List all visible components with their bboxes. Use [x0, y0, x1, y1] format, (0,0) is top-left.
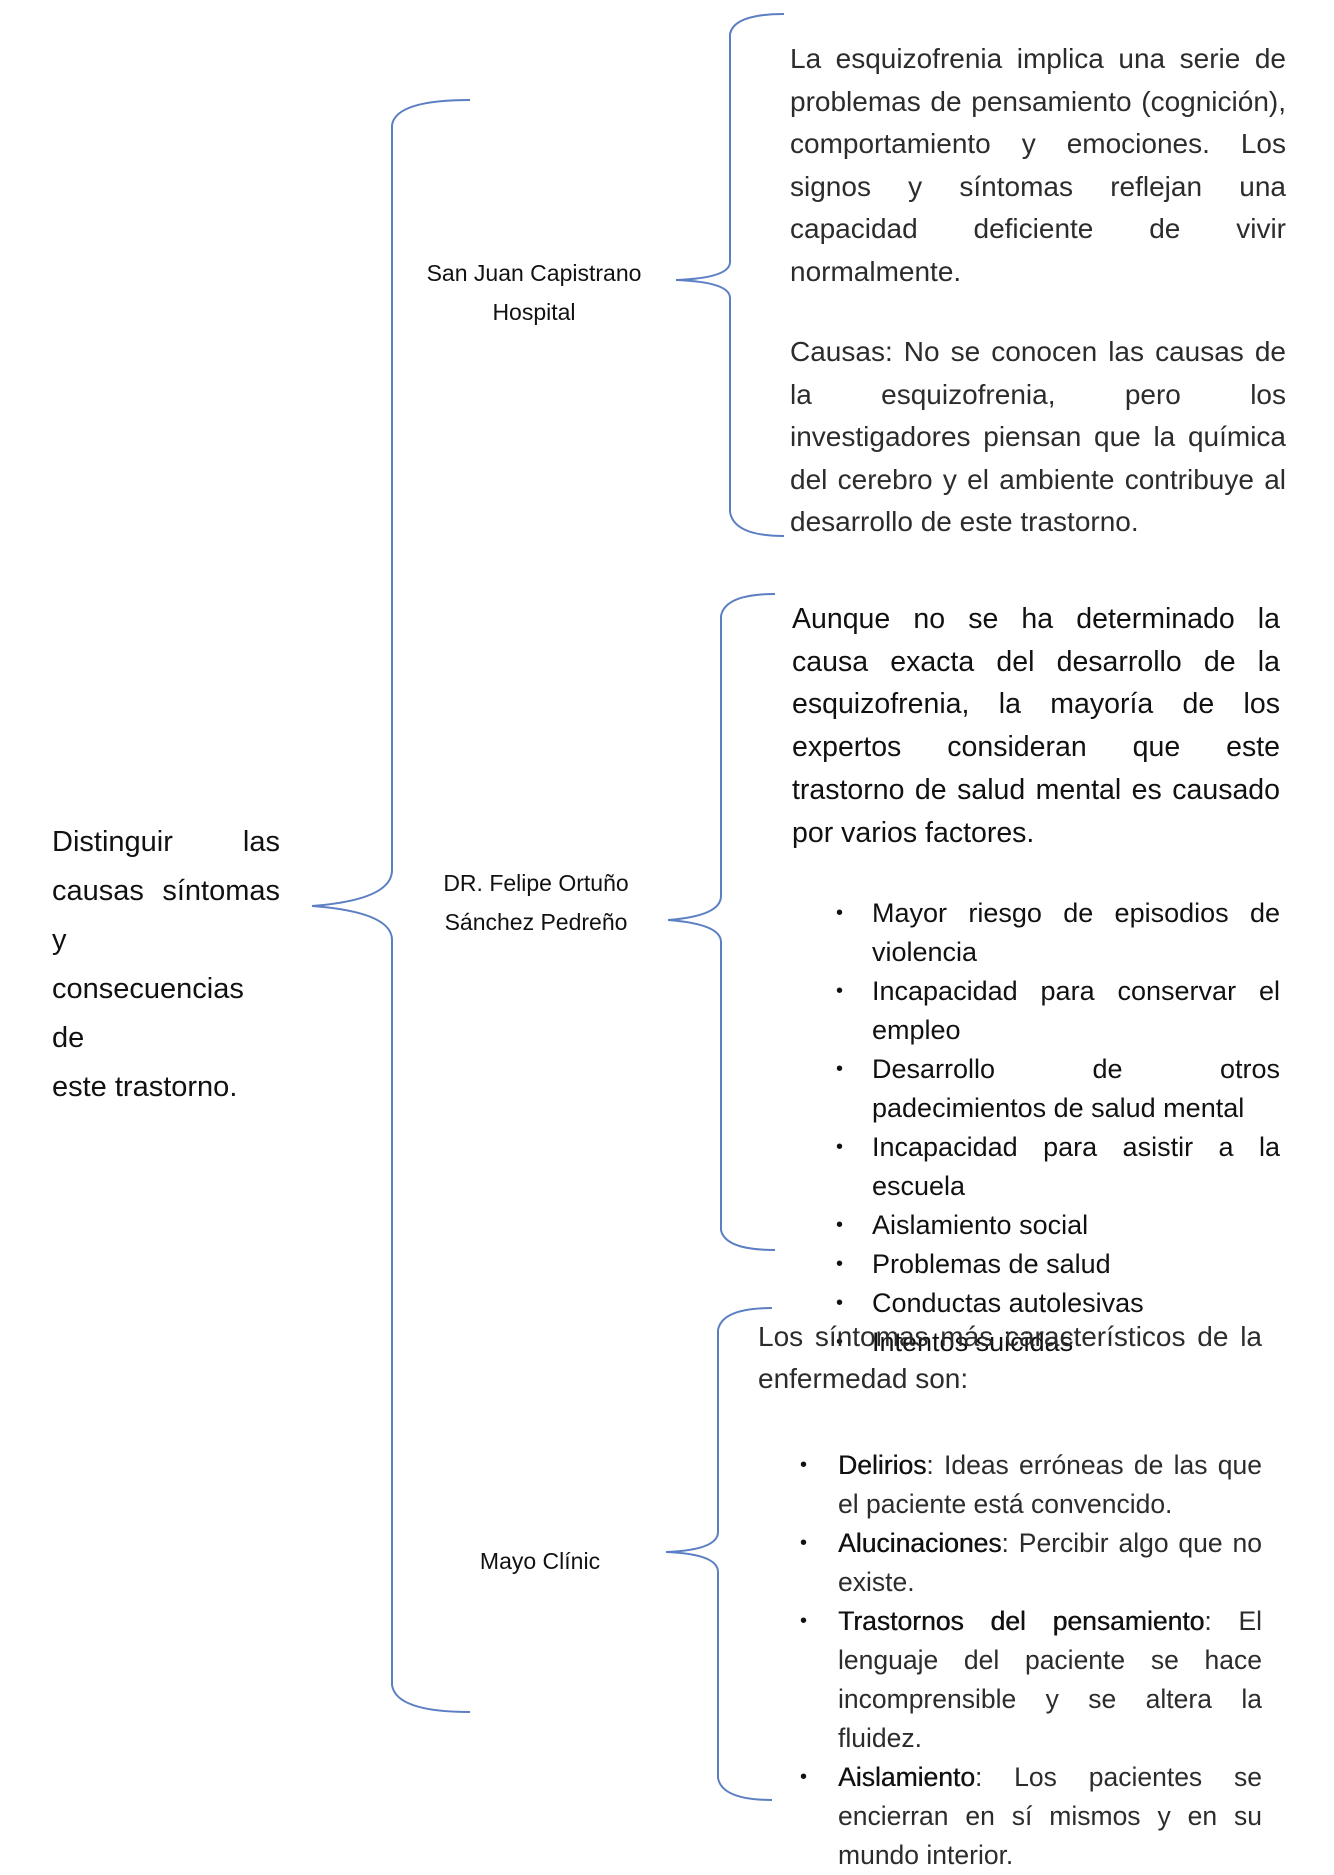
- list-item: • Aislamiento social: [836, 1206, 1280, 1245]
- list-item: • Incapacidad para conservar el empleo: [836, 972, 1280, 1050]
- bullet-icon: •: [836, 1253, 844, 1276]
- bullet-icon: •: [836, 902, 844, 925]
- source-3-content: Los síntomas más característicos de la e…: [758, 1316, 1262, 1875]
- source-felipe-ortuno: DR. Felipe Ortuño Sánchez Pedreño: [420, 864, 652, 942]
- source-name-line: San Juan Capistrano: [426, 260, 642, 286]
- list-item: • Delirios: Ideas erróneas de las que el …: [800, 1446, 1262, 1524]
- bullet-icon: •: [836, 1292, 844, 1315]
- source-mayo-clinic: Mayo Clínic: [440, 1542, 640, 1581]
- bullet-icon: •: [836, 1058, 844, 1081]
- bullet-icon: •: [800, 1610, 808, 1632]
- symptoms-list: • Delirios: Ideas erróneas de las que el …: [800, 1446, 1263, 1875]
- main-topic-line: causas síntomas y: [52, 875, 280, 956]
- list-item: •Aislamiento: Los pacientes se encierran…: [800, 1758, 1262, 1875]
- description-paragraph: La esquizofrenia implica una serie de pr…: [790, 43, 1286, 287]
- source-2-content: Aunque no se ha determinado la causa exa…: [792, 598, 1280, 1362]
- list-item-text: Problemas de salud: [872, 1249, 1111, 1280]
- main-topic: Distinguir las causas síntomas y consecu…: [52, 818, 280, 1112]
- list-item: • Desarrollo de otros padecimientos de sa…: [836, 1050, 1280, 1128]
- list-item: • Conductas autolesivas: [836, 1284, 1280, 1323]
- symptom-term: Delirios: [838, 1450, 927, 1480]
- list-item: • Mayor riesgo de episodios de violencia: [836, 894, 1280, 972]
- source-name-line: Mayo Clínic: [479, 1548, 601, 1574]
- list-item: • Problemas de salud: [836, 1245, 1280, 1284]
- list-item-text: Intentos suicidas: [872, 1327, 1074, 1358]
- intro-paragraph: Aunque no se ha determinado la causa exa…: [792, 603, 1280, 849]
- brace-source-1: [675, 13, 785, 537]
- symptom-description: : El lenguaje del paciente se hace incom…: [838, 1606, 1263, 1753]
- bullet-icon: •: [800, 1454, 808, 1476]
- symptom-term: Alucinaciones: [838, 1528, 1002, 1558]
- symptom-term: Aislamiento: [838, 1762, 975, 1792]
- main-brace: [311, 99, 471, 1713]
- bullet-icon: •: [836, 1214, 844, 1237]
- main-topic-line: Distinguir las: [52, 826, 280, 858]
- causes-paragraph: Causas: No se conocen las causas de la e…: [790, 336, 1286, 537]
- list-item-text: Mayor riesgo de episodios de violencia: [872, 898, 1280, 968]
- symptom-description: : Ideas erróneas de las que el paciente …: [838, 1450, 1262, 1519]
- source-name-line: DR. Felipe Ortuño: [443, 870, 629, 896]
- symptom-term: Trastornos del pensamiento: [838, 1606, 1205, 1636]
- list-item-text: Incapacidad para asistir a la escuela: [872, 1132, 1280, 1202]
- main-topic-line: este trastorno.: [52, 1071, 238, 1103]
- list-item-text: Desarrollo de otros padecimientos de sal…: [872, 1054, 1280, 1124]
- brace-source-3: [665, 1307, 773, 1801]
- list-item-text: Conductas autolesivas: [872, 1288, 1144, 1319]
- brace-connectors: [311, 13, 785, 1801]
- source-name-line: Sánchez Pedreño: [444, 909, 628, 935]
- bullet-icon: •: [836, 1331, 844, 1354]
- source-name-line: Hospital: [492, 299, 576, 325]
- list-item-text: Incapacidad para conservar el empleo: [872, 976, 1280, 1046]
- bullet-icon: •: [836, 1136, 844, 1159]
- bullet-icon: •: [800, 1532, 808, 1554]
- list-item: • Trastornos del pensamiento: El lenguaje…: [800, 1602, 1263, 1758]
- list-item-text: Aislamiento social: [872, 1210, 1089, 1241]
- symptom-description: : Percibir algo que no existe.: [838, 1528, 1262, 1597]
- source-1-content: La esquizofrenia implica una serie de pr…: [790, 38, 1286, 544]
- consequences-list: •Mayor riesgo de episodios de violencia …: [836, 894, 1280, 1362]
- brace-source-2: [667, 593, 776, 1251]
- source-san-juan-capistrano: San Juan Capistrano Hospital: [418, 254, 650, 332]
- intro-paragraph: Los síntomas más característicos de la e…: [758, 1321, 1262, 1394]
- list-item: • Intentos suicidas: [836, 1323, 1280, 1362]
- list-item: • Alucinaciones: Percibir algo que no exi…: [800, 1524, 1262, 1602]
- list-item: • Incapacidad para asistir a la escuela: [836, 1128, 1280, 1206]
- bullet-icon: •: [800, 1766, 808, 1788]
- main-topic-line: consecuencias de: [52, 973, 244, 1054]
- bullet-icon: •: [836, 980, 844, 1003]
